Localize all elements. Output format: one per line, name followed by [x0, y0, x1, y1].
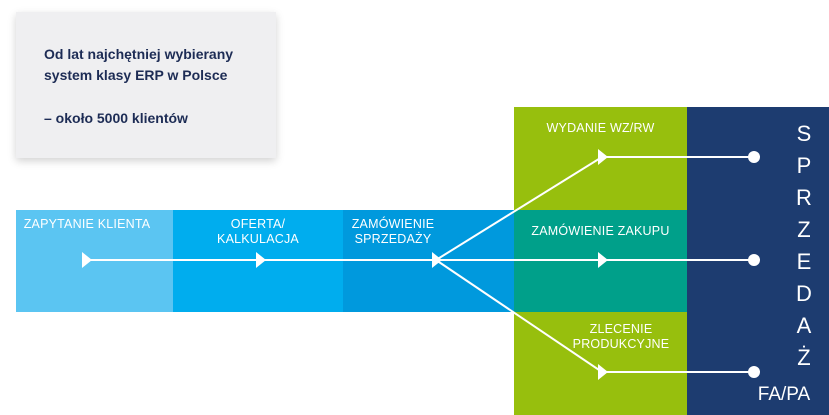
sales-letter-z: Z — [797, 217, 811, 242]
arrow-icon — [82, 252, 92, 268]
info-card: Od lat najchętniej wybierany system klas… — [16, 12, 276, 158]
arrow-icon — [256, 252, 266, 268]
label-order-2: SPRZEDAŻY — [354, 232, 432, 246]
flow-branch-up — [435, 156, 754, 261]
label-order-1: ZAMÓWIENIE — [351, 217, 435, 231]
arrow-icon — [432, 252, 442, 268]
endpoint-dot-icon — [748, 366, 760, 378]
sales-docs-label: FA/PA — [757, 384, 811, 405]
label-offer-1: OFERTA/ — [230, 217, 286, 231]
sales-letter-z-dot: Ż — [797, 345, 811, 370]
endpoint-dot-icon — [748, 254, 760, 266]
label-production-1: ZLECENIE — [589, 322, 653, 336]
sales-letter-a: A — [796, 313, 812, 338]
label-production-2: PRODUKCYJNE — [572, 337, 670, 351]
sales-letter-d: D — [796, 281, 812, 306]
card-line-2: system klasy ERP w Polsce — [44, 67, 228, 83]
card-line-1: Od lat najchętniej wybierany — [44, 46, 234, 62]
label-purchase: ZAMÓWIENIE ZAKUPU — [531, 224, 670, 238]
flow-branch-down — [435, 259, 754, 373]
block-production — [514, 312, 687, 415]
arrow-icon — [598, 364, 608, 380]
sales-letter-r: R — [796, 185, 812, 210]
label-inquiry: ZAPYTANIE KLIENTA — [23, 217, 151, 231]
label-offer-2: KALKULACJA — [217, 232, 299, 246]
sales-letter-e: E — [796, 249, 812, 274]
endpoint-dot-icon — [748, 151, 760, 163]
label-release: WYDANIE WZ/RW — [546, 121, 655, 135]
arrow-icon — [598, 149, 608, 165]
sales-letter-p: P — [796, 153, 812, 178]
sales-letter-s: S — [796, 121, 812, 146]
arrow-icon — [598, 252, 608, 268]
card-line-3: – około 5000 klientów — [44, 110, 188, 126]
